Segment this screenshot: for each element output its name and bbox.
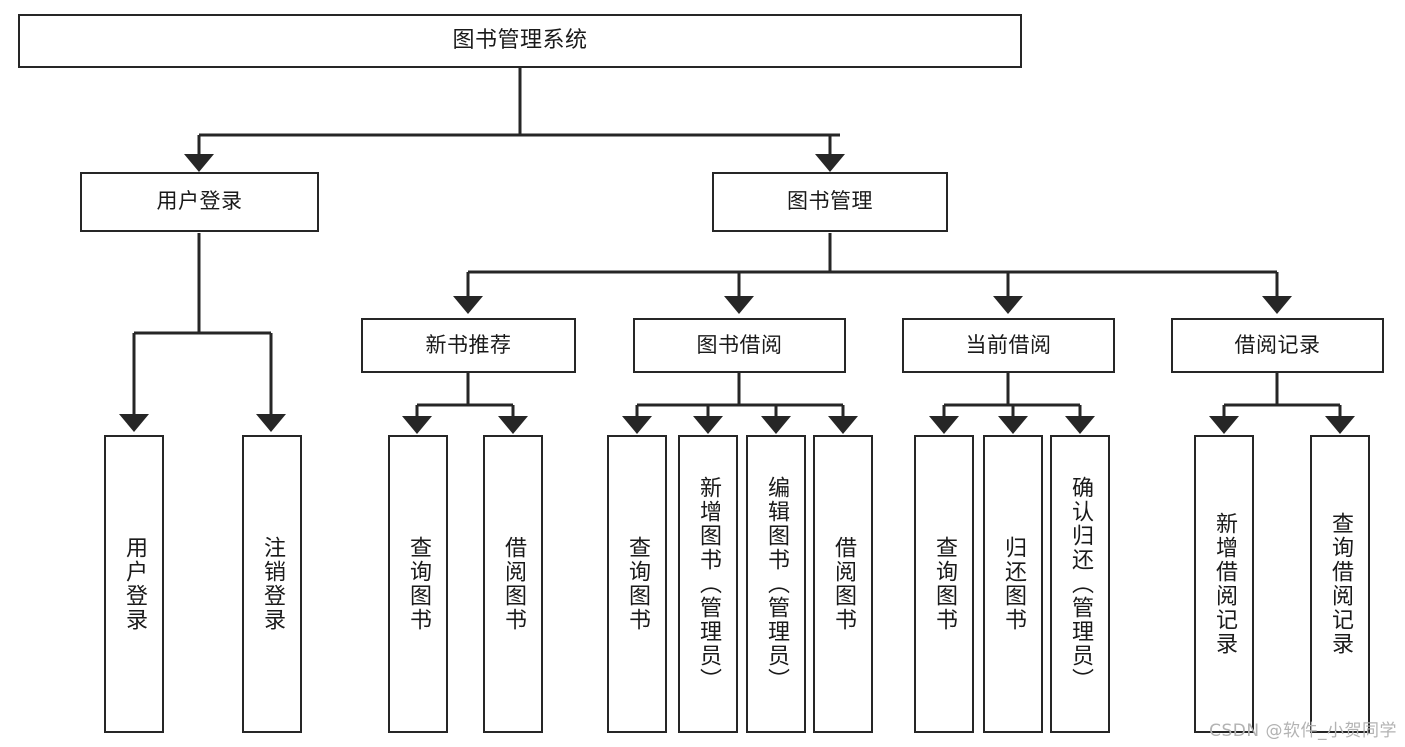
node-leaf-return-book[interactable]: 归还图书 <box>983 435 1043 733</box>
node-leaf-add-record-label: 新增借阅记录 <box>1211 512 1237 656</box>
node-leaf-user-login-label: 用户登录 <box>121 536 147 632</box>
node-new-book-rec[interactable]: 新书推荐 <box>361 318 576 373</box>
node-leaf-query-book-3[interactable]: 查询图书 <box>914 435 974 733</box>
node-new-book-rec-label: 新书推荐 <box>425 332 512 357</box>
node-book-manage-label: 图书管理 <box>787 189 873 214</box>
node-leaf-edit-book[interactable]: 编辑图书（管理员） <box>746 435 806 733</box>
node-leaf-query-book-1-label: 查询图书 <box>405 536 431 632</box>
node-leaf-user-login[interactable]: 用户登录 <box>104 435 164 733</box>
node-user-login[interactable]: 用户登录 <box>80 172 319 232</box>
node-leaf-query-book-1[interactable]: 查询图书 <box>388 435 448 733</box>
node-leaf-borrow-book-2[interactable]: 借阅图书 <box>813 435 873 733</box>
node-book-manage[interactable]: 图书管理 <box>712 172 948 232</box>
node-leaf-borrow-book-1-label: 借阅图书 <box>500 536 526 632</box>
node-book-borrow-label: 图书借阅 <box>696 332 783 357</box>
node-leaf-borrow-book-2-label: 借阅图书 <box>830 536 856 632</box>
node-user-login-label: 用户登录 <box>156 189 243 214</box>
node-current-borrow[interactable]: 当前借阅 <box>902 318 1115 373</box>
node-leaf-query-book-3-label: 查询图书 <box>931 536 957 632</box>
node-leaf-add-book-label: 新增图书（管理员） <box>695 476 721 692</box>
node-leaf-query-book-2[interactable]: 查询图书 <box>607 435 667 733</box>
node-current-borrow-label: 当前借阅 <box>965 332 1052 357</box>
node-leaf-query-book-2-label: 查询图书 <box>624 536 650 632</box>
node-leaf-logout[interactable]: 注销登录 <box>242 435 302 733</box>
node-book-borrow[interactable]: 图书借阅 <box>633 318 846 373</box>
node-leaf-query-record-label: 查询借阅记录 <box>1327 512 1353 656</box>
node-root[interactable]: 图书管理系统 <box>18 14 1022 68</box>
node-leaf-edit-book-label: 编辑图书（管理员） <box>763 476 789 692</box>
node-borrow-record[interactable]: 借阅记录 <box>1171 318 1384 373</box>
node-root-label: 图书管理系统 <box>452 27 588 53</box>
node-leaf-return-book-label: 归还图书 <box>1000 536 1026 632</box>
node-leaf-add-book[interactable]: 新增图书（管理员） <box>678 435 738 733</box>
node-leaf-logout-label: 注销登录 <box>259 536 285 632</box>
node-leaf-borrow-book-1[interactable]: 借阅图书 <box>483 435 543 733</box>
node-borrow-record-label: 借阅记录 <box>1234 332 1321 357</box>
node-leaf-query-record[interactable]: 查询借阅记录 <box>1310 435 1370 733</box>
node-leaf-confirm-return[interactable]: 确认归还（管理员） <box>1050 435 1110 733</box>
node-leaf-add-record[interactable]: 新增借阅记录 <box>1194 435 1254 733</box>
node-leaf-confirm-return-label: 确认归还（管理员） <box>1067 476 1093 692</box>
